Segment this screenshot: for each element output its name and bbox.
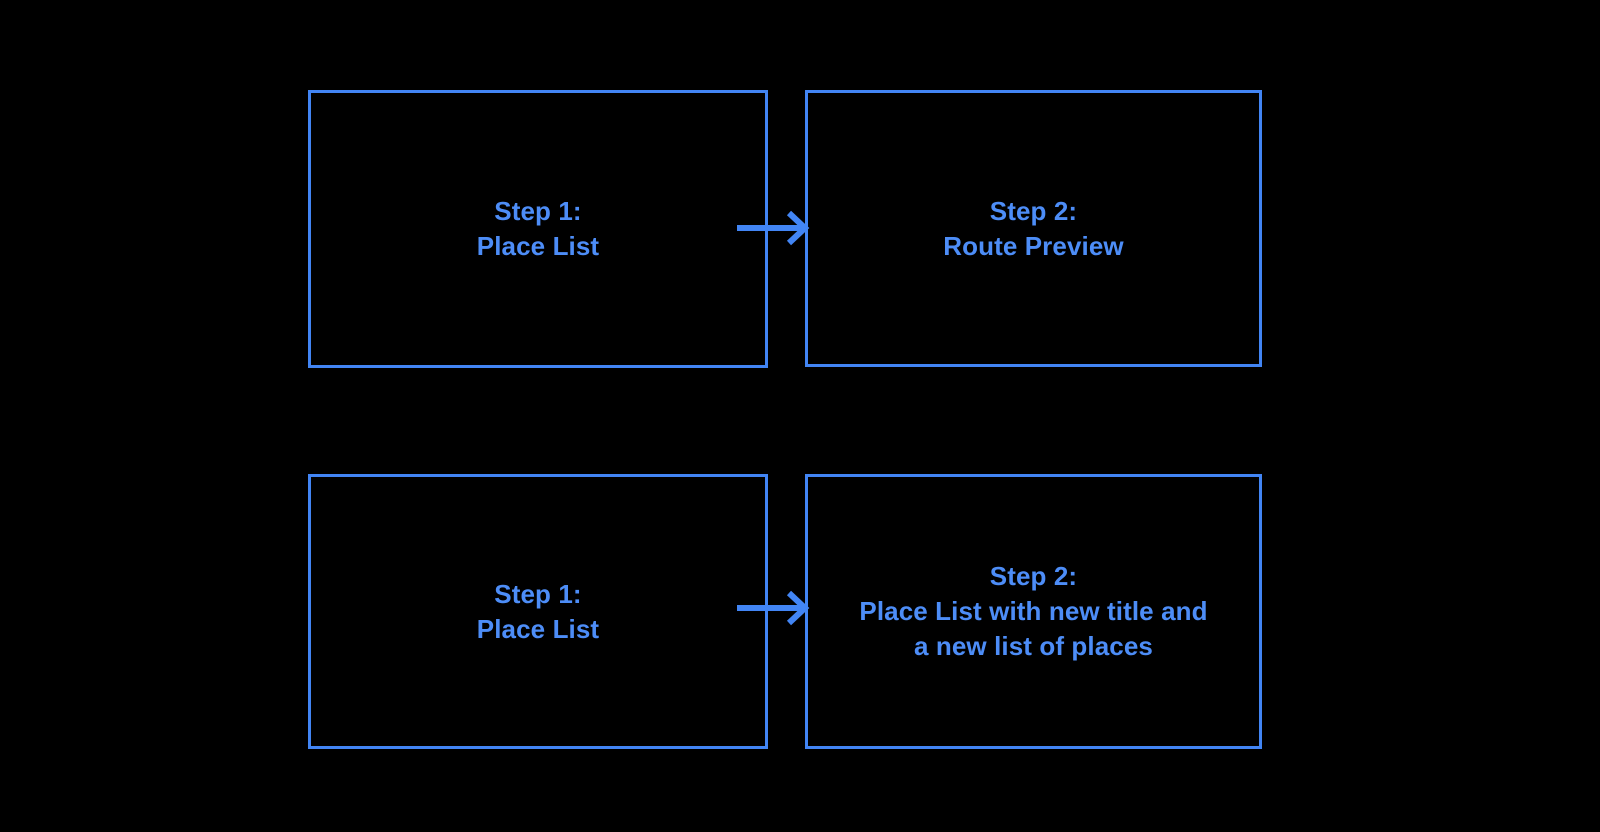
flow-box-step1-new-place-list[interactable]: Step 1: Place List <box>308 474 768 749</box>
flow-box-label: Step 1: Place List <box>476 578 600 644</box>
arrow-right-icon <box>735 208 815 248</box>
flow-box-label: Step 2: Route Preview <box>943 195 1124 261</box>
flow-box-label: Step 1: Place List <box>476 196 600 261</box>
flow-box-label: Step 2: Place List with new title and a … <box>859 561 1208 661</box>
flow-box-step2-route-preview[interactable]: Step 2: Route Preview <box>805 90 1262 367</box>
flow-box-step1-route-preview[interactable]: Step 1: Place List <box>308 90 768 368</box>
flow-box-step2-new-place-list[interactable]: Step 2: Place List with new title and a … <box>805 474 1262 749</box>
arrow-right-icon <box>735 588 815 628</box>
